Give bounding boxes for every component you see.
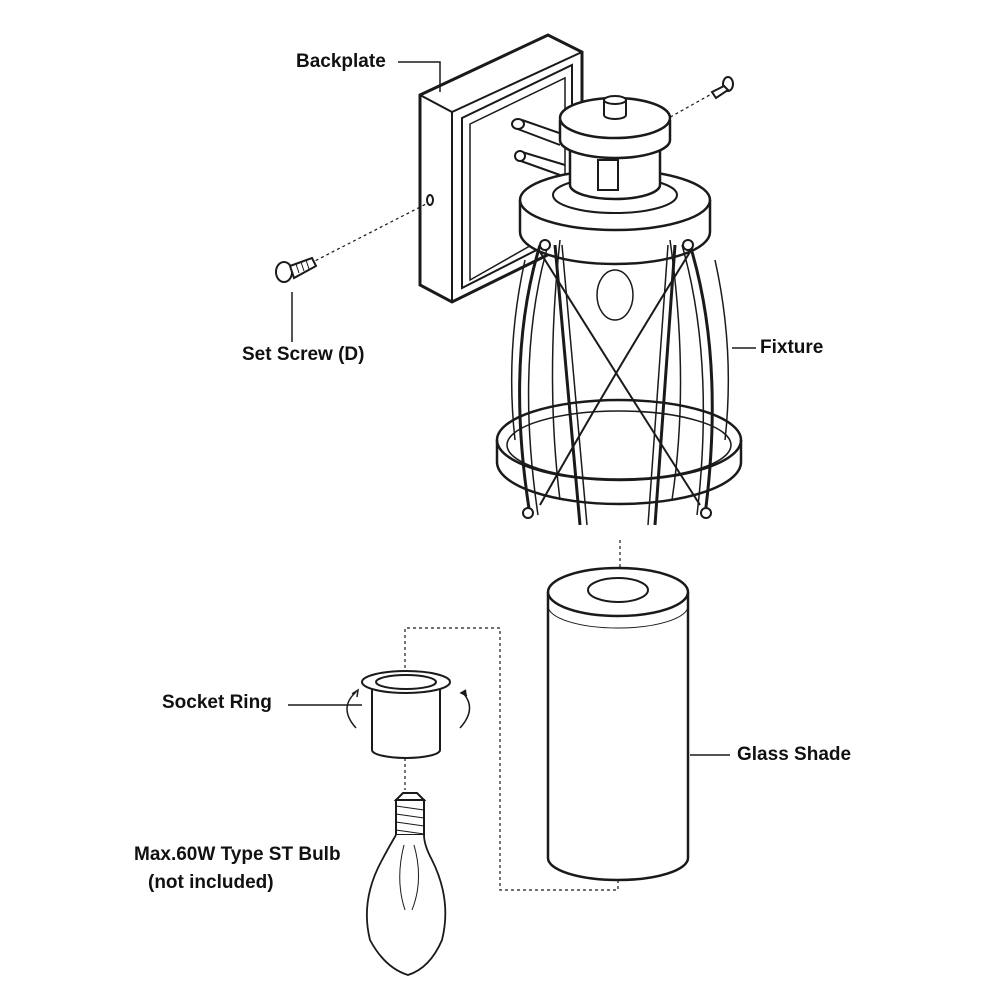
socket-ring-label: Socket Ring bbox=[162, 692, 272, 713]
fixture-part bbox=[495, 95, 743, 526]
top-screw-part bbox=[710, 76, 734, 100]
set-screw-label: Set Screw (D) bbox=[242, 344, 365, 365]
bulb-part bbox=[365, 792, 447, 976]
backplate-leader bbox=[398, 61, 441, 92]
socket-ring-part bbox=[346, 670, 471, 759]
bulb-label-line2: (not included) bbox=[148, 872, 274, 893]
bulb-label-line1: Max.60W Type ST Bulb bbox=[134, 844, 341, 865]
set-screw-part bbox=[275, 256, 318, 283]
fixture-label: Fixture bbox=[760, 337, 824, 358]
glass-shade-label: Glass Shade bbox=[737, 744, 852, 765]
glass-shade-part bbox=[546, 566, 690, 882]
backplate-label: Backplate bbox=[296, 51, 386, 72]
